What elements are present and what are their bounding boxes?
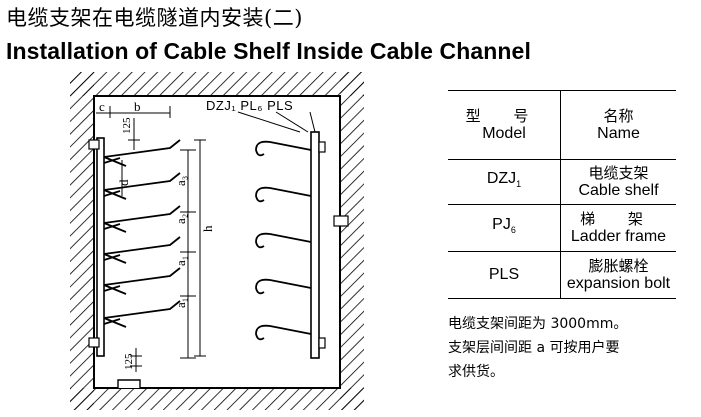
name-cn: 梯 架 (580, 210, 657, 228)
header-name-cn: 名称 (603, 107, 634, 125)
model-code: DZJ (486, 170, 517, 188)
label-c: c (99, 99, 105, 114)
page-title-chinese: 电缆支架在电缆隧道内安装(二) (6, 6, 303, 30)
label-a1-upper: a₁ (173, 256, 188, 266)
name-en: Cable shelf (578, 182, 659, 199)
page-title-english: Installation of Cable Shelf Inside Cable… (6, 38, 531, 64)
label-h: h (200, 225, 215, 232)
note-line-1: 电缆支架间距为 3000mm。 (448, 316, 628, 332)
dimension-lines (96, 106, 206, 372)
name-en: expansion bolt (566, 275, 671, 292)
left-cable-shelves (88, 137, 181, 357)
name-en: Ladder frame (570, 228, 667, 245)
installation-note: 电缆支架间距为 3000mm。 支架层间间距 a 可按用户要 求供货。 (448, 312, 698, 384)
model-subscript: 1 (516, 179, 522, 190)
label-a1-lower: a₁ (173, 298, 188, 308)
label-125-top: 125 (121, 117, 133, 134)
note-line-3: 求供货。 (448, 364, 504, 380)
header-name-en: Name (597, 125, 640, 142)
label-d: d (116, 179, 131, 186)
label-b: b (134, 99, 141, 114)
header-model: 型 号 Model (448, 90, 561, 160)
model-cell: DZJ1 (448, 159, 561, 205)
right-ladder-frame (237, 111, 349, 359)
model-cell: PJ6 (448, 204, 561, 252)
note-line-2: 支架层间间距 a 可按用户要 (448, 340, 620, 356)
name-cell: 电缆支架 Cable shelf (560, 159, 676, 205)
table-row: PLS 膨胀螺栓 expansion bolt (448, 251, 676, 299)
channel-walls (70, 72, 364, 410)
header-model-en: Model (482, 125, 526, 142)
header-name: 名称 Name (560, 90, 676, 160)
name-cell: 膨胀螺栓 expansion bolt (560, 251, 676, 299)
callout-models: DZJ₁ PL₆ PLS (206, 98, 293, 113)
name-cn: 电缆支架 (588, 164, 649, 182)
header-model-cn: 型 号 (465, 107, 543, 125)
specification-table: 型 号 Model 名称 Name DZJ1 电缆支架 Cable shelf … (448, 90, 676, 299)
drawing-labels: c b 125 d a₃ a₂ h a₁ a₁ 125 DZJ₁ PL₆ PLS (99, 98, 293, 370)
table-header-row: 型 号 Model 名称 Name (448, 90, 676, 160)
table-row: PJ6 梯 架 Ladder frame (448, 204, 676, 252)
table-row: DZJ1 电缆支架 Cable shelf (448, 159, 676, 205)
model-code: PJ (492, 216, 511, 234)
label-a3: a₃ (173, 176, 188, 186)
name-cell: 梯 架 Ladder frame (560, 204, 676, 252)
name-cn: 膨胀螺栓 (588, 257, 649, 275)
model-cell: PLS (448, 251, 561, 299)
model-code: PLS (488, 266, 520, 283)
label-125-bottom: 125 (123, 353, 135, 370)
model-subscript: 6 (510, 225, 516, 236)
label-a2: a₂ (173, 214, 188, 224)
